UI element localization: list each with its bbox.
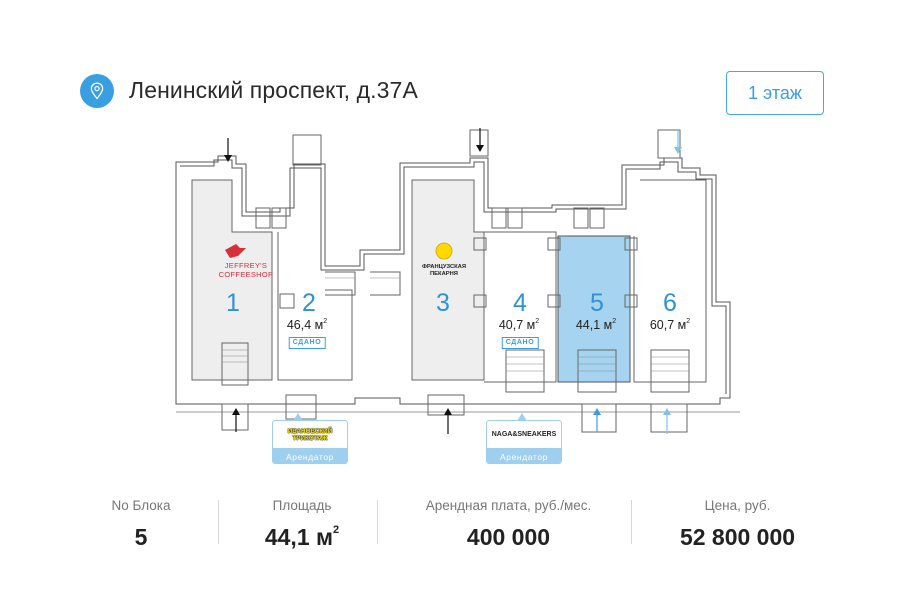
bakery-logo-icon	[435, 242, 453, 260]
unit-4-status-badge: СДАНО	[501, 337, 539, 349]
tenant-logo-jeffreys: JEFFREY'S COFFEESHOP	[219, 261, 274, 279]
area-sup: 2	[535, 318, 540, 325]
tenant-pointer-icon	[517, 413, 527, 421]
unit-5-number[interactable]: 5	[590, 289, 604, 317]
unit-2-status-badge: СДАНО	[288, 337, 326, 349]
location-pin-icon	[80, 74, 114, 108]
logo-line: COFFEESHOP	[218, 270, 274, 279]
address-title: Ленинский проспект, д.37А	[129, 77, 418, 103]
floor-selector-button[interactable]: 1 этаж	[726, 71, 824, 115]
area-value: 40,7 м	[498, 318, 536, 332]
divider	[218, 500, 219, 544]
info-price: Цена, руб. 52 800 000	[635, 496, 840, 556]
tenant-label: Арендатор	[273, 448, 347, 463]
tenant-pointer-icon	[293, 413, 303, 421]
entrance-arrows	[224, 128, 682, 434]
info-value: 400 000	[466, 524, 551, 550]
logo-line: ИВАНОВСКИЙ	[287, 427, 333, 435]
info-label: Площадь	[272, 498, 332, 513]
info-block-number: No Блока 5	[60, 496, 222, 556]
unit-1-number[interactable]: 1	[226, 289, 240, 317]
info-label: Цена, руб.	[704, 498, 771, 513]
info-value: 44,1 м2	[265, 524, 339, 551]
info-label: No Блока	[111, 498, 171, 513]
unit-6-area-label: 60,7 м2	[650, 318, 690, 332]
unit-5-area-label: 44,1 м2	[576, 318, 616, 332]
divider	[631, 500, 632, 544]
unit-5-area	[557, 235, 631, 383]
unit-3-number[interactable]: 3	[436, 289, 450, 317]
jeffreys-logo-icon	[225, 244, 246, 258]
unit-info-panel: No Блока 5 Площадь 44,1 м2 Арендная плат…	[60, 496, 840, 556]
logo-line: JEFFREY'S	[224, 261, 268, 270]
tenant-logo-bakery: ФРАНЦУЗСКАЯ ПЕКАРНЯ	[422, 264, 466, 278]
area-sup: 2	[686, 318, 691, 325]
info-value: 5	[134, 524, 148, 550]
unit-1-area	[191, 179, 273, 381]
tenant-logo: NAGA&SNEAKERS	[491, 431, 557, 438]
area-sup: 2	[323, 318, 328, 325]
info-label: Арендная плата, руб./мес.	[425, 498, 592, 513]
logo-line: ТРИКОТАЖ	[292, 434, 328, 442]
area-value: 46,4 м	[286, 318, 324, 332]
info-rent: Арендная плата, руб./мес. 400 000	[382, 496, 635, 556]
area-value: 60,7 м	[649, 318, 687, 332]
logo-line: ФРАНЦУЗСКАЯ	[421, 264, 467, 270]
area-sup: 2	[612, 318, 617, 325]
divider	[377, 500, 378, 544]
header: Ленинский проспект, д.37А 1 этаж	[80, 71, 824, 115]
unit-2-number[interactable]: 2	[302, 289, 316, 317]
area-value: 44,1 м	[575, 318, 613, 332]
unit-4-number[interactable]: 4	[513, 289, 527, 317]
unit-4-area-label: 40,7 м2	[499, 318, 539, 332]
unit-4-tenant-card[interactable]: NAGA&SNEAKERS Арендатор	[486, 420, 562, 464]
area-value: 44,1 м	[264, 524, 334, 550]
unit-2-area-label: 46,4 м2	[287, 318, 327, 332]
area-sup: 2	[333, 524, 340, 536]
unit-3-area	[411, 179, 485, 381]
info-area: Площадь 44,1 м2	[222, 496, 382, 556]
logo-line: ПЕКАРНЯ	[430, 271, 458, 277]
info-value: 52 800 000	[679, 524, 796, 550]
tenant-label: Арендатор	[487, 448, 561, 463]
unit-6-number[interactable]: 6	[663, 289, 677, 317]
